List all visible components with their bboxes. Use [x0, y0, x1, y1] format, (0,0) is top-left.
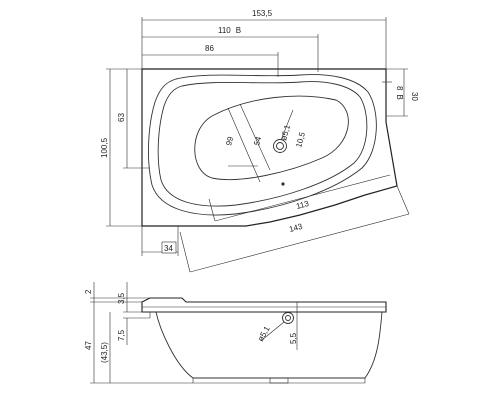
dim-47-label: 47	[84, 341, 93, 350]
side-body	[155, 311, 383, 379]
dim-86-label: 86	[205, 44, 214, 53]
dim-8-label: 8B	[395, 86, 404, 100]
side-rim-top	[141, 297, 387, 313]
dim-99-label: 99	[224, 135, 235, 146]
dim-2-label: 2	[84, 289, 93, 294]
dim-7-5-label: 7,5	[117, 329, 126, 341]
dim-143-label: 143	[288, 222, 304, 234]
tub-rim-outline	[141, 68, 398, 227]
drain-outer-ring	[273, 139, 287, 153]
overflow-inner-ring	[285, 315, 291, 321]
dim-line-143	[189, 213, 410, 273]
drain-offset-label: 10,5	[294, 131, 307, 149]
dim-ext-113-left	[208, 198, 216, 222]
overflow-outer-ring	[282, 312, 294, 324]
overflow-mark	[281, 182, 285, 186]
width-99-line	[227, 107, 261, 183]
width-54-line	[239, 103, 271, 171]
drain-inner-ring	[276, 142, 284, 150]
dim-54-label: 54	[252, 135, 263, 146]
drain-diameter-label: ø5,1	[279, 123, 292, 141]
dim-line-113	[214, 174, 391, 222]
dim-43-5-label: (43,5)	[100, 342, 109, 363]
dim-ext-143-left	[179, 231, 191, 273]
dim-113-label: 113	[295, 199, 310, 211]
side-view: 47 (43,5) 2 3,5 7,5 ø5,1 5,5	[84, 282, 387, 384]
overflow-leader	[261, 321, 285, 341]
dim-34-box	[161, 241, 177, 254]
side-drain	[269, 377, 289, 384]
drain-offset-line	[280, 109, 294, 141]
basin-floor	[194, 95, 349, 181]
dim-63-label: 63	[117, 113, 126, 122]
basin-inner-edge	[157, 81, 368, 207]
overflow-5-5-label: 5,5	[289, 332, 298, 344]
dim-100-5-label: 100,5	[100, 137, 109, 158]
dim-ext-143-right	[396, 185, 410, 215]
dim-30-label: 30	[410, 92, 419, 101]
dim-3-5-label: 3,5	[117, 292, 126, 304]
dim-34-label: 34	[164, 244, 173, 253]
basin-outer-edge	[147, 74, 377, 216]
dim-153-5-label: 153,5	[252, 9, 273, 18]
